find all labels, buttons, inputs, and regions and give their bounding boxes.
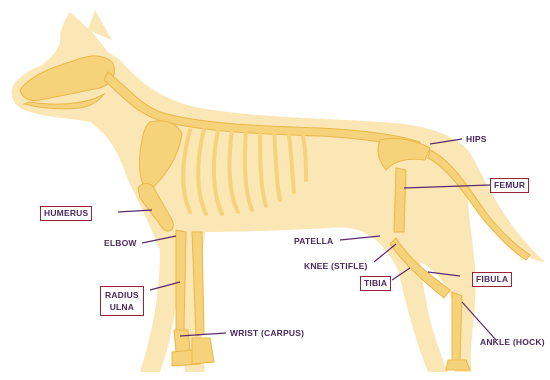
label-knee: KNEE (STIFLE) — [304, 261, 368, 272]
label-elbow: ELBOW — [104, 238, 137, 249]
label-ankle: ANKLE (HOCK) — [480, 337, 545, 348]
femur-bone — [394, 168, 406, 232]
label-humerus: HUMERUS — [40, 206, 92, 221]
front-paw-bone-2 — [192, 338, 214, 364]
label-wrist: WRIST (CARPUS) — [230, 328, 304, 339]
label-radius-ulna: RADIUS ULNA — [100, 286, 144, 316]
label-patella: PATELLA — [294, 236, 333, 247]
label-femur: FEMUR — [490, 178, 529, 193]
radius-ulna-bone — [176, 230, 186, 330]
label-hips: HIPS — [466, 134, 487, 145]
label-radius: RADIUS — [105, 289, 139, 301]
hind-paw-bone — [446, 360, 470, 370]
hock-bone — [452, 292, 462, 360]
carpus-bone — [174, 330, 190, 352]
label-tibia: TIBIA — [360, 276, 391, 291]
label-ulna: ULNA — [105, 301, 139, 313]
label-fibula: FIBULA — [472, 272, 512, 287]
